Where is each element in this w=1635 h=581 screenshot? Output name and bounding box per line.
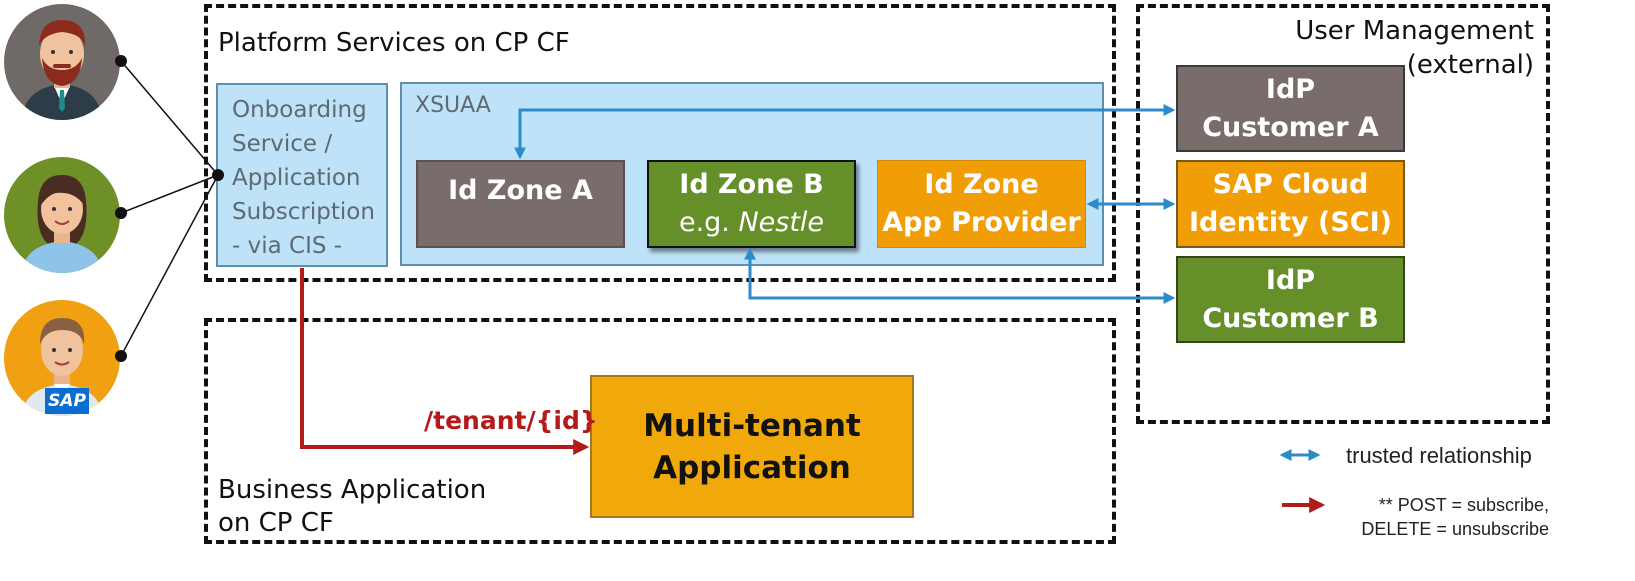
id-zone-b-label: Id Zone B	[679, 169, 824, 200]
business-user-avatar	[4, 4, 120, 120]
legend-trusted-label: trusted relationship	[1346, 443, 1532, 468]
trusted-arrows	[514, 104, 1176, 304]
idp-customer-b-line1: IdP	[1265, 264, 1316, 296]
xsuaa-label: XSUAA	[415, 93, 491, 118]
sap-cloud-identity-line1: SAP Cloud	[1212, 169, 1369, 200]
id-zone-b: Id Zone B e.g. Nestle	[647, 160, 856, 248]
idp-customer-a: IdP Customer A	[1176, 65, 1405, 152]
sap-badge: SAP	[45, 388, 89, 414]
user-management-region	[1136, 4, 1550, 424]
id-zone-app-provider-line1: Id Zone	[924, 169, 1039, 200]
business-application-region	[204, 318, 1116, 544]
id-zone-a: Id Zone A	[416, 160, 625, 248]
platform-services-title: Platform Services on CP CF	[218, 28, 570, 58]
id-zone-app-provider-line2: App Provider	[882, 207, 1081, 238]
user-management-title-line1: User Management	[1295, 16, 1534, 46]
onboarding-line: Service /	[232, 131, 333, 157]
multi-tenant-application: Multi-tenant Application	[590, 375, 914, 518]
bearded-man-icon	[22, 20, 102, 120]
tenant-endpoint-label: /tenant/{id}	[424, 406, 598, 435]
app-line2: Application	[653, 449, 851, 486]
business-application-title: Business Application on CP CF	[218, 474, 486, 540]
connector-dot	[115, 350, 127, 362]
idp-customer-a-line1: IdP	[1265, 73, 1316, 105]
connector-dots	[115, 55, 224, 362]
id-zone-b-example: e.g. Nestle	[678, 207, 825, 238]
onboarding-line: Onboarding	[232, 97, 367, 123]
connector-dot	[212, 169, 224, 181]
subscription-arrow	[300, 268, 590, 455]
id-zone-app-provider: Id Zone App Provider	[877, 160, 1086, 248]
sap-cloud-identity: SAP Cloud Identity (SCI)	[1176, 160, 1405, 248]
connector-business-user	[120, 60, 219, 176]
idp-customer-b-line2: Customer B	[1202, 302, 1379, 334]
sap-user-avatar	[4, 300, 120, 416]
connector-sap-user	[120, 174, 219, 357]
id-zone-a-label: Id Zone A	[448, 175, 593, 206]
user-management-title-line2: (external)	[1406, 50, 1534, 80]
female-user-avatar	[4, 157, 120, 273]
onboarding-service-panel: Onboarding Service / Application Subscri…	[216, 83, 388, 267]
business-title-line2: on CP CF	[218, 508, 334, 538]
woman-icon	[22, 175, 102, 273]
connector-female-user	[120, 174, 219, 214]
onboarding-line: - via CIS -	[232, 233, 343, 259]
legend-delete-line: DELETE = unsubscribe	[1361, 519, 1549, 539]
legend-post-line: ** POST = subscribe,	[1378, 495, 1549, 515]
trust-zone-b-customer-b	[744, 247, 1176, 304]
id-zone-b-customer: Nestle	[738, 207, 825, 238]
business-title-line1: Business Application	[218, 475, 487, 505]
legend-subscribe-label: ** POST = subscribe, DELETE = unsubscrib…	[1309, 493, 1549, 541]
connector-dot	[115, 55, 127, 67]
onboarding-line: Subscription	[232, 199, 375, 225]
idp-customer-a-line2: Customer A	[1202, 111, 1379, 143]
connector-dot	[115, 207, 127, 219]
trust-zone-a-customer-a	[514, 104, 1176, 160]
app-line1: Multi-tenant	[643, 407, 861, 444]
user-management-title: User Management (external)	[1174, 14, 1534, 82]
idp-customer-b: IdP Customer B	[1176, 256, 1405, 343]
user-connectors	[120, 60, 219, 357]
onboarding-line: Application	[232, 165, 361, 191]
sap-cloud-identity-line2: Identity (SCI)	[1189, 207, 1392, 238]
